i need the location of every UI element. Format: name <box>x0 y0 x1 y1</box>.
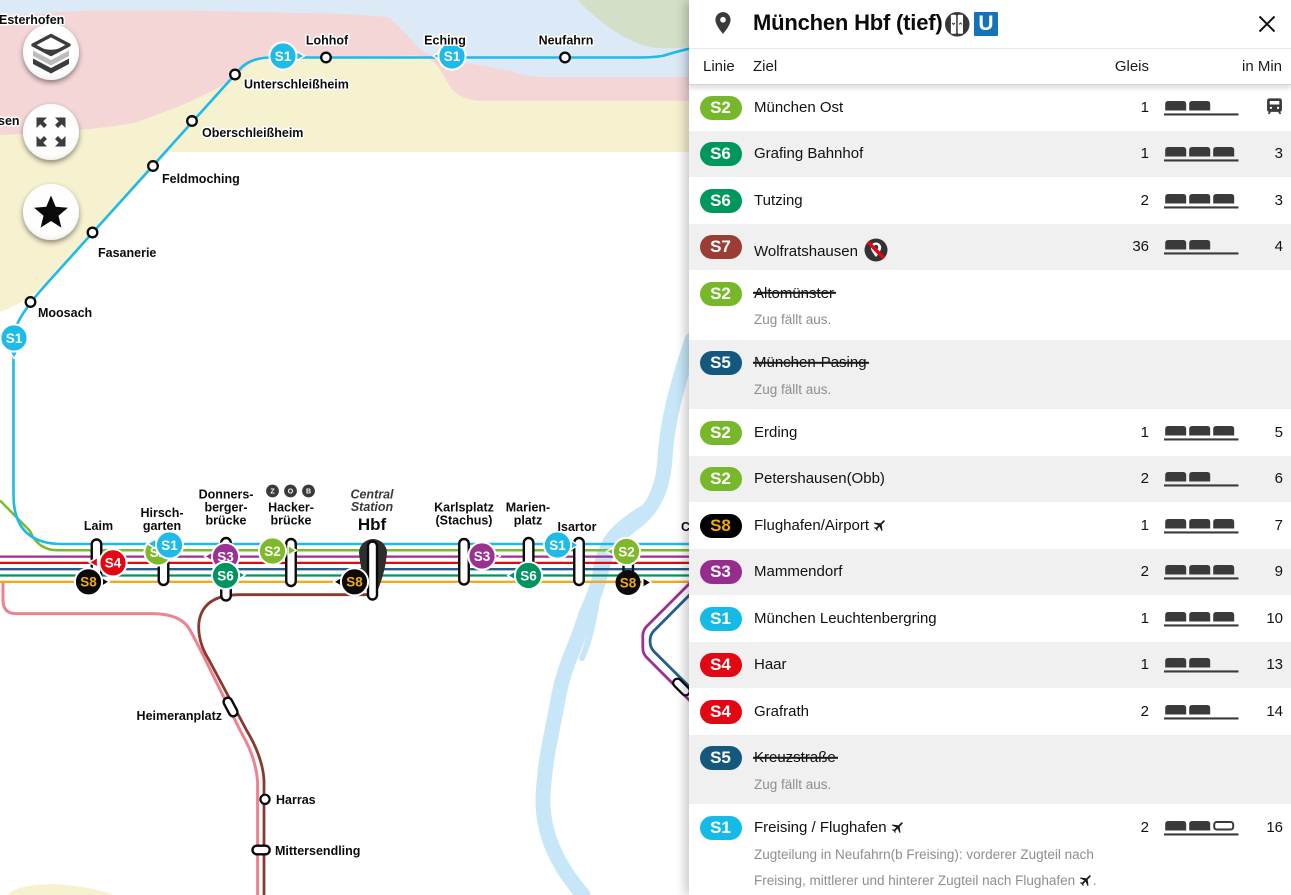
svg-text:Station: Station <box>351 500 394 514</box>
svg-text:Harras: Harras <box>276 793 316 807</box>
svg-text:S1: S1 <box>275 49 292 64</box>
svg-text:S1: S1 <box>6 331 23 346</box>
svg-text:Isartor: Isartor <box>558 520 597 534</box>
svg-text:S8: S8 <box>346 575 363 590</box>
svg-text:sen: sen <box>0 114 20 128</box>
svg-text:S1: S1 <box>161 538 178 553</box>
svg-text:garten: garten <box>143 519 181 533</box>
svg-text:Hacker-: Hacker- <box>268 501 314 515</box>
svg-text:berger-: berger- <box>204 501 247 515</box>
svg-text:S8: S8 <box>620 575 637 590</box>
svg-text:Oberschleißheim: Oberschleißheim <box>202 126 303 140</box>
svg-text:Esterhofen: Esterhofen <box>0 13 64 27</box>
svg-text:platz: platz <box>514 514 542 528</box>
svg-text:Hbf: Hbf <box>358 515 387 534</box>
svg-text:Donners-: Donners- <box>199 488 254 502</box>
svg-text:Feldmoching: Feldmoching <box>162 172 240 186</box>
svg-text:Lohhof: Lohhof <box>306 34 349 48</box>
svg-text:S3: S3 <box>474 549 491 564</box>
svg-text:Z: Z <box>270 489 275 496</box>
svg-text:Heimeranplatz: Heimeranplatz <box>137 709 222 723</box>
svg-text:(Stachus): (Stachus) <box>436 514 493 528</box>
svg-text:S3: S3 <box>217 549 234 564</box>
svg-text:Unterschleißheim: Unterschleißheim <box>244 78 349 92</box>
svg-text:S6: S6 <box>217 568 234 583</box>
svg-text:Laim: Laim <box>84 519 113 533</box>
svg-text:Hirsch-: Hirsch- <box>140 506 183 520</box>
svg-text:Neufahrn: Neufahrn <box>539 34 594 48</box>
svg-text:brücke: brücke <box>271 514 312 528</box>
svg-text:C: C <box>681 520 690 534</box>
svg-text:S2: S2 <box>618 544 635 559</box>
svg-text:S1: S1 <box>444 49 461 64</box>
svg-text:B: B <box>306 489 311 496</box>
svg-text:S4: S4 <box>105 556 122 571</box>
svg-text:S1: S1 <box>549 538 566 553</box>
svg-text:brücke: brücke <box>206 514 247 528</box>
svg-text:Eching: Eching <box>424 34 466 48</box>
svg-text:O: O <box>288 489 294 496</box>
svg-text:Karlsplatz: Karlsplatz <box>434 501 494 515</box>
svg-text:S6: S6 <box>520 568 537 583</box>
svg-text:S8: S8 <box>80 575 97 590</box>
svg-text:Fasanerie: Fasanerie <box>98 246 156 260</box>
svg-text:S2: S2 <box>264 544 281 559</box>
svg-text:Moosach: Moosach <box>38 306 92 320</box>
svg-text:Central: Central <box>350 488 394 502</box>
svg-text:Marien-: Marien- <box>506 501 550 515</box>
svg-text:Mittersendling: Mittersendling <box>275 844 360 858</box>
